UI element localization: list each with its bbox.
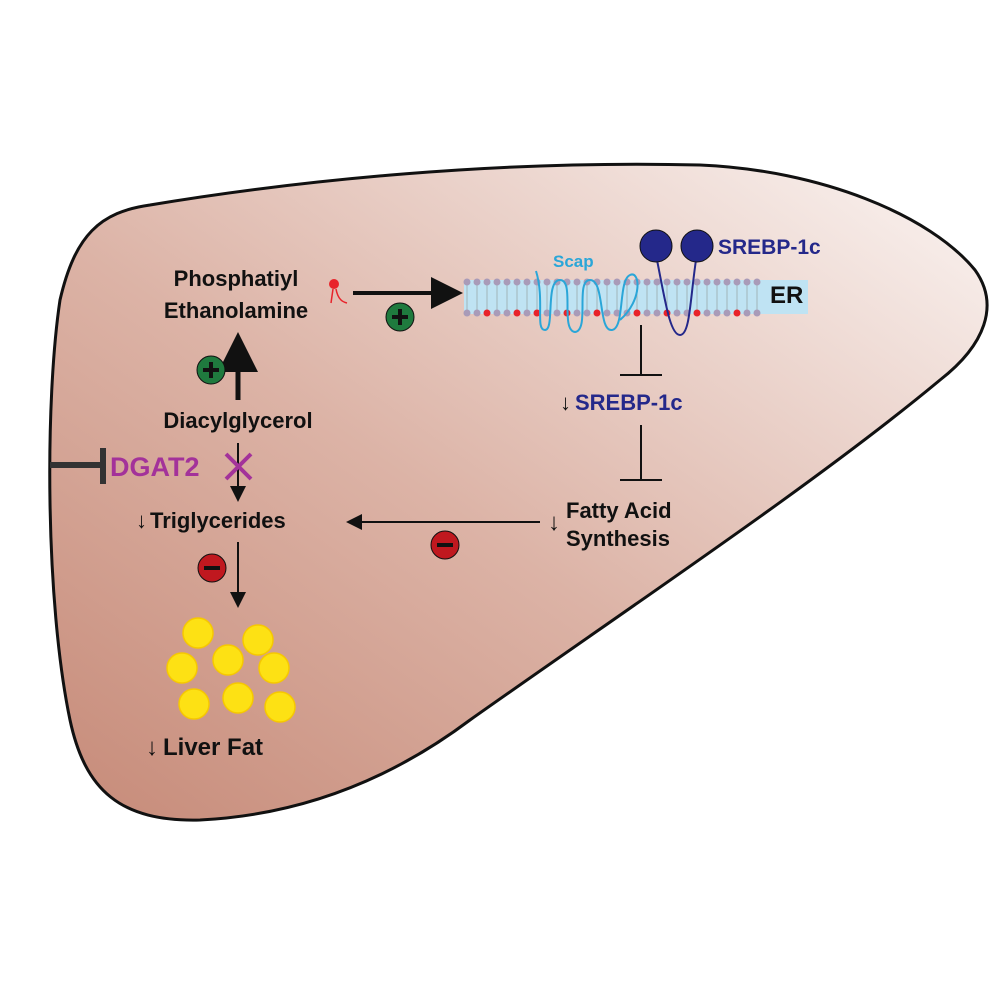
lipid-head <box>533 309 541 317</box>
lipid-head <box>693 309 701 317</box>
lipid-head <box>593 309 601 317</box>
lipid-head <box>613 309 621 317</box>
lipid-head <box>753 309 761 317</box>
liver-fat-down-arrow: ↓ <box>146 734 158 761</box>
scap-label: Scap <box>553 252 594 271</box>
minus-badge-icon <box>430 530 460 560</box>
dgat2-label: DGAT2 <box>110 452 200 482</box>
lipid-head <box>603 278 611 286</box>
liver-outline <box>48 162 989 822</box>
fas-down-arrow: ↓ <box>548 509 560 536</box>
lipid-icon <box>329 279 348 304</box>
lipid-head <box>523 309 531 317</box>
lipid-head <box>463 309 471 317</box>
plus-badge-icon <box>196 355 226 385</box>
lipid-head <box>733 309 741 317</box>
fatty-acid-label-2: Synthesis <box>566 526 670 551</box>
lipid-head <box>653 309 661 317</box>
lipid-head <box>673 309 681 317</box>
liver-fat-label: Liver Fat <box>163 734 263 761</box>
lipid-head <box>743 278 751 286</box>
minus-badge-icon <box>197 553 227 583</box>
lipid-head <box>643 278 651 286</box>
lipid-head <box>503 309 511 317</box>
lipid-head <box>743 309 751 317</box>
phosphatidyl-label-2: Ethanolamine <box>164 298 308 323</box>
lipid-head <box>693 278 701 286</box>
lipid-head <box>683 278 691 286</box>
lipid-head <box>703 309 711 317</box>
srebp-inhibits-fas <box>620 425 662 481</box>
fatty-acid-label-1: Fatty Acid <box>566 498 672 523</box>
phosphatidyl-label-1: Phosphatiyl <box>174 266 299 291</box>
srebp-down-arrow: ↓ <box>560 390 571 415</box>
lipid-head <box>473 278 481 286</box>
srebp-top-label: SREBP-1c <box>718 236 821 259</box>
lipid-head <box>473 309 481 317</box>
lipid-head <box>523 278 531 286</box>
lipid-head <box>483 309 491 317</box>
lipid-head <box>723 278 731 286</box>
lipid-head <box>493 309 501 317</box>
lipid-head <box>463 278 471 286</box>
lipid-head <box>493 278 501 286</box>
triglycerides-label: Triglycerides <box>150 508 286 533</box>
cross-icon <box>224 452 253 481</box>
lipid-head <box>513 309 521 317</box>
lipid-head <box>503 278 511 286</box>
lipid-head <box>653 278 661 286</box>
lipid-head <box>753 278 761 286</box>
lipid-head <box>513 278 521 286</box>
diacylglycerol-label: Diacylglycerol <box>163 408 312 433</box>
lipid-head <box>713 278 721 286</box>
srebp-mid-label: SREBP-1c <box>575 390 683 415</box>
inhibition-bar-icon <box>50 448 106 484</box>
lipid-head <box>603 309 611 317</box>
scap-protein: Scap <box>535 252 639 334</box>
lipid-head <box>663 278 671 286</box>
lipid-head <box>733 278 741 286</box>
srebp-protein: SREBP-1c <box>639 229 821 337</box>
lipid-head <box>723 309 731 317</box>
triglycerides-down-arrow: ↓ <box>136 508 147 533</box>
lipid-head <box>673 278 681 286</box>
fat-droplet-icon <box>166 617 296 723</box>
lipid-head <box>583 309 591 317</box>
lipid-head <box>613 278 621 286</box>
lipid-head <box>643 309 651 317</box>
plus-badge-icon <box>385 302 415 332</box>
lipid-head <box>553 309 561 317</box>
er-inhibits-srebp <box>620 325 662 376</box>
lipid-head <box>483 278 491 286</box>
lipid-head <box>573 309 581 317</box>
lipid-head <box>543 309 551 317</box>
er-label: ER <box>770 282 803 309</box>
lipid-head <box>703 278 711 286</box>
lipid-head <box>543 278 551 286</box>
lipid-head <box>713 309 721 317</box>
lipid-head <box>573 278 581 286</box>
lipid-head <box>633 309 641 317</box>
